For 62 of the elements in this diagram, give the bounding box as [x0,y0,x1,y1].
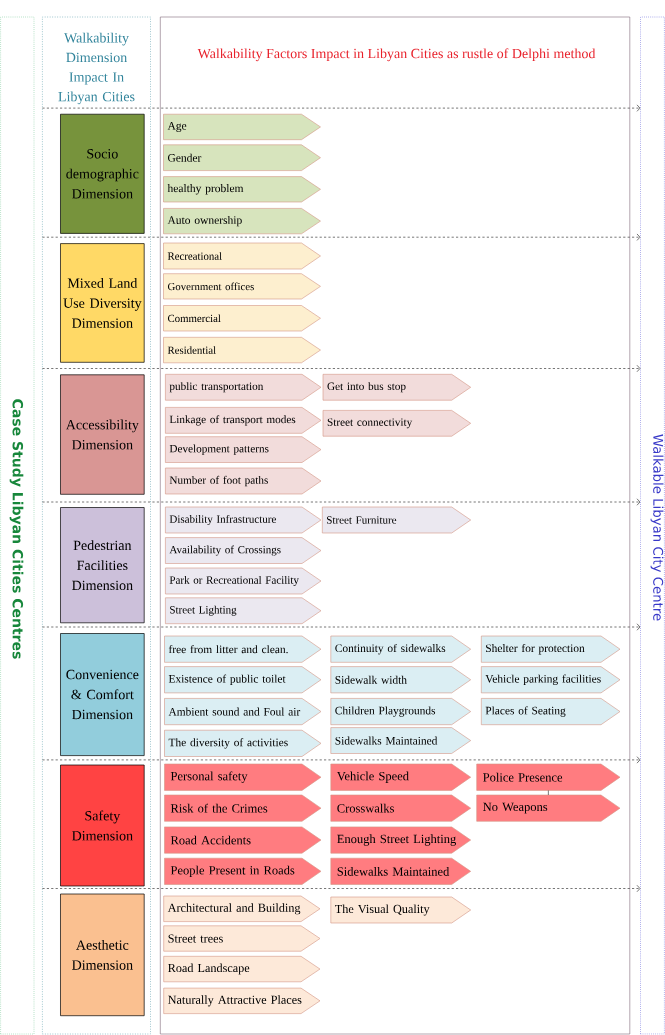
chevron-tag: Auto ownership [163,208,321,235]
dashed-arrow [42,884,641,893]
chevron-tag: The diversity of activities [164,729,322,757]
chevron-tag: Linkage of transport modes [165,407,322,434]
chevron-tag: Street connectivity [322,410,471,437]
chevron-tag: Street Lighting [165,597,322,624]
chevron-tag: Development patterns [165,436,322,463]
chevron-tag: Personal safety [164,763,322,791]
chevron-tag: Recreational [163,242,321,270]
side-band: Walkable Libyan City Centre [640,16,665,1035]
chevron-tag: Existence of public toilet [164,666,322,694]
chevron-tag: Children Playgrounds [330,698,471,725]
chevron-tag: Architectural and Building [163,895,321,922]
dimension-box: Safety Dimension [60,764,145,887]
chevron-tag: Enough Street Lighting [330,826,471,854]
chevron-tag: Street trees [163,925,321,952]
chevron-tag: Ambient sound and Foul air [164,698,322,725]
dashed-arrow [42,233,641,241]
chevron-tag: Police Presence [476,763,621,791]
dashed-arrow [42,364,641,373]
connector-line [547,790,549,796]
chevron-tag: Vehicle parking facilities [481,666,621,694]
chevron-tag: Residential [163,337,321,364]
chevron-tag: Disability Infrastructure [165,506,322,534]
chevron-tag: Continuity of sidewalks [330,635,471,663]
chevron-tag: healthy problem [163,176,321,203]
chevron-tag: Naturally Attractive Places [163,987,321,1014]
chevron-tag: Road Landscape [163,956,321,983]
dimension-box: Socio demographic Dimension [60,113,145,234]
dimension-box: Convenience & Comfort Dimension [60,633,145,756]
dimension-box: Accessibility Dimension [60,374,145,495]
chevron-tag: Vehicle Speed [330,763,471,791]
chevron-tag: Get into bus stop [322,374,471,401]
chevron-tag: public transportation [165,374,322,401]
chevron-tag: Road Accidents [164,826,322,854]
chevron-tag: Street Furniture [322,506,471,534]
chevron-tag: Crosswalks [330,794,471,822]
chevron-tag: Government offices [163,273,321,300]
chevron-tag: Availability of Crossings [165,537,322,564]
chevron-tag: Sidewalks Maintained [330,857,471,885]
chevron-tag: Park or Recreational Facility [165,567,322,595]
chevron-tag: The Visual Quality [330,896,471,924]
side-band: Case Study Libyan Cities Centres [0,16,35,1035]
chevron-tag: Shelter for protection [481,635,621,663]
dimension-box: Pedestrian Facilities Dimension [60,507,145,624]
chevron-tag: Risk of the Crimes [164,794,322,822]
chevron-tag: Age [163,113,321,140]
dashed-arrow [42,623,641,631]
chevron-tag: free from litter and clean. [164,635,322,663]
dimension-box: Aesthetic Dimension [60,893,145,1017]
chevron-tag: Commercial [163,305,321,332]
dashed-arrow [42,498,641,506]
chevron-tag: Number of foot paths [165,467,322,495]
dimension-box: Mixed Land Use Diversity Dimension [60,243,145,363]
chevron-tag: Places of Seating [481,698,621,725]
dashed-arrow [42,104,641,112]
chevron-tag: Sidewalks Maintained [330,727,471,754]
chevron-tag: Sidewalk width [330,666,471,694]
chevron-tag: Gender [163,144,321,171]
chevron-tag: People Present in Roads [164,857,322,885]
chevron-tag: No Weapons [476,794,621,822]
dashed-arrow [42,756,641,764]
